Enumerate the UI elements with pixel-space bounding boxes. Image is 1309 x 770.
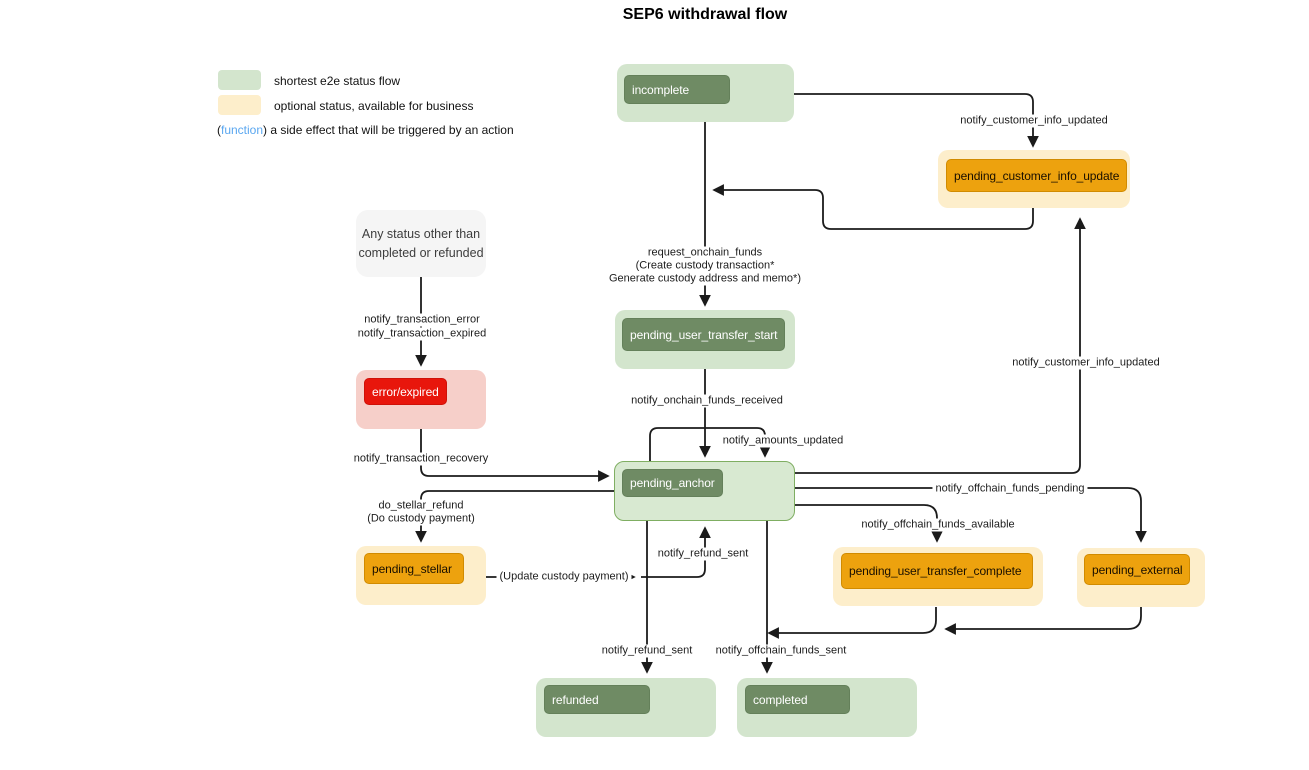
- node-pending-anchor: pending_anchor: [614, 461, 795, 521]
- node-completed-label: completed: [745, 685, 850, 714]
- edge-label-request-onchain-funds: request_onchain_funds: [644, 246, 766, 260]
- legend-function-word: function: [221, 123, 264, 137]
- edge-anchor-to-stellar: [415, 490, 614, 543]
- edge-label-do-stellar-refund: do_stellar_refund: [375, 499, 467, 513]
- node-pending-user-transfer-complete: pending_user_transfer_complete: [833, 547, 1043, 606]
- node-pending-user-transfer-complete-label: pending_user_transfer_complete: [841, 553, 1033, 589]
- edge-label-notify-onchain-funds-received: notify_onchain_funds_received: [628, 394, 786, 408]
- node-completed: completed: [737, 678, 917, 737]
- legend-function-line: (function) a side effect that will be tr…: [217, 123, 514, 137]
- edge-pcu-return: [712, 184, 1034, 230]
- node-pending-user-transfer-start: pending_user_transfer_start: [615, 310, 795, 369]
- edge-anchor-self-loop: [649, 427, 771, 461]
- edge-label-notify-refund-sent-anchor: notify_refund_sent: [654, 547, 752, 561]
- node-error-expired-label: error/expired: [364, 378, 447, 405]
- node-refunded-label: refunded: [544, 685, 650, 714]
- edge-label-notify-offchain-funds-available: notify_offchain_funds_available: [858, 518, 1018, 532]
- edge-label-notify-offchain-funds-sent: notify_offchain_funds_sent: [712, 644, 850, 658]
- node-pending-anchor-label: pending_anchor: [622, 469, 723, 497]
- legend-yellow-swatch: [218, 95, 261, 115]
- edge-incomplete-to-pcu: [794, 93, 1039, 148]
- legend-green-swatch: [218, 70, 261, 90]
- edge-refund-to-anchor: [641, 526, 711, 578]
- note-any-status-line1: Any status other than: [361, 226, 481, 241]
- edge-label-generate-custody-address: Generate custody address and memo*): [606, 272, 804, 286]
- edge-label-notify-refund-sent-refunded: notify_refund_sent: [598, 644, 696, 658]
- edge-label-notify-offchain-funds-pending: notify_offchain_funds_pending: [932, 482, 1088, 496]
- node-pending-user-transfer-start-label: pending_user_transfer_start: [622, 318, 786, 351]
- edge-external-down: [944, 607, 1142, 635]
- legend-function-rest: ) a side effect that will be triggered b…: [263, 123, 514, 137]
- node-pending-customer-info-update-label: pending_customer_info_update: [946, 159, 1128, 192]
- node-pending-external-label: pending_external: [1084, 554, 1191, 585]
- edge-label-notify-customer-info-updated-right: notify_customer_info_updated: [1009, 356, 1163, 370]
- edge-anchor-to-pcu: [794, 217, 1086, 474]
- edge-label-notify-transaction-error: notify_transaction_error: [361, 313, 483, 327]
- edge-label-notify-amounts-updated: notify_amounts_updated: [719, 434, 847, 448]
- edge-label-notify-transaction-expired: notify_transaction_expired: [354, 327, 490, 341]
- edge-label-update-custody-payment: (Update custody payment): [496, 570, 632, 584]
- edge-putc-down: [767, 607, 937, 639]
- note-any-status: Any status other than completed or refun…: [356, 210, 486, 277]
- legend-shortest-label: shortest e2e status flow: [274, 74, 401, 88]
- node-pending-stellar: pending_stellar: [356, 546, 486, 605]
- note-any-status-line2: completed or refunded: [358, 245, 484, 260]
- node-incomplete-label: incomplete: [624, 75, 730, 104]
- edge-anchor-to-external: [794, 487, 1147, 543]
- node-incomplete: incomplete: [617, 64, 794, 122]
- node-pending-customer-info-update: pending_customer_info_update: [938, 150, 1130, 208]
- legend-paren-open: (: [217, 123, 221, 137]
- edge-label-do-custody-payment: (Do custody payment): [364, 512, 478, 526]
- node-pending-external: pending_external: [1077, 548, 1205, 607]
- node-pending-stellar-label: pending_stellar: [364, 553, 464, 584]
- edge-label-create-custody-transaction: (Create custody transaction*: [632, 259, 778, 273]
- legend-optional-label: optional status, available for business: [274, 99, 474, 113]
- node-refunded: refunded: [536, 678, 716, 737]
- page-title: SEP6 withdrawal flow: [622, 6, 788, 23]
- node-error-expired: error/expired: [356, 370, 486, 429]
- edge-error-to-anchor: [420, 429, 610, 482]
- edge-label-notify-customer-info-updated-top: notify_customer_info_updated: [957, 114, 1111, 128]
- edge-anchor-to-putc: [794, 504, 943, 543]
- edge-label-notify-transaction-recovery: notify_transaction_recovery: [350, 452, 492, 466]
